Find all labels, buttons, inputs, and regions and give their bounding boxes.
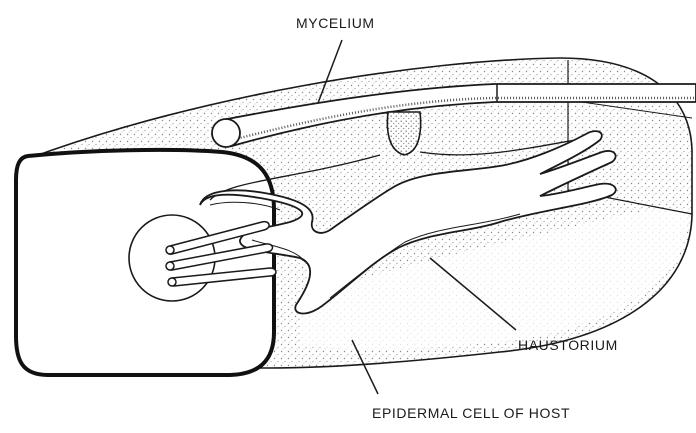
epidermal-cell-label: EPIDERMAL CELL OF HOST — [372, 405, 570, 421]
haustorium-label: HAUSTORIUM — [518, 337, 618, 353]
mycelium-label: MYCELIUM — [296, 15, 375, 31]
mycelium-hypha-end — [212, 119, 240, 147]
